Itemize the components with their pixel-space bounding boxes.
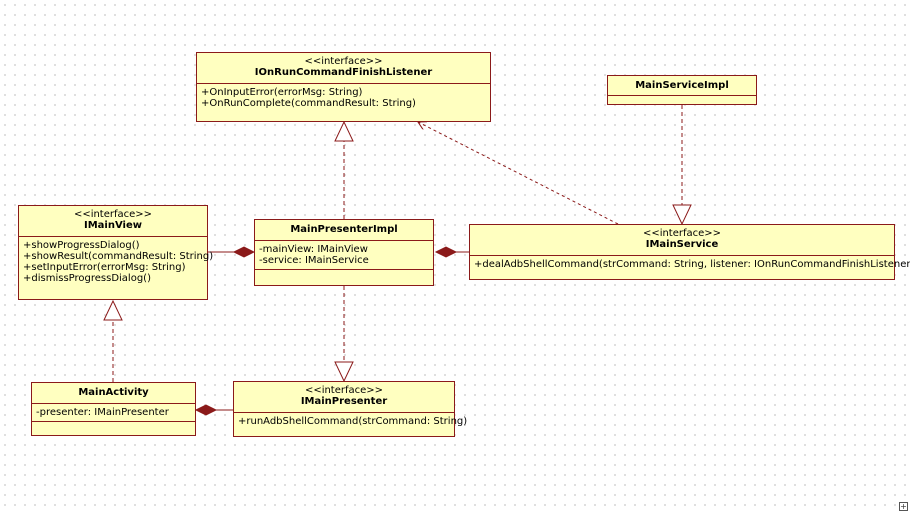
class-name: IMainPresenter: [300, 396, 388, 407]
class-ionruncommandfinishlistener[interactable]: <<interface>> IOnRunCommandFinishListene…: [196, 52, 491, 122]
stereotype-label: <<interface>>: [73, 209, 153, 220]
class-name: MainActivity: [78, 387, 149, 398]
attributes-compartment: -presenter: IMainPresenter: [32, 404, 195, 422]
composition-diamond-presenter: [194, 404, 218, 416]
operation: +dismissProgressDialog(): [23, 273, 151, 284]
operations-compartment: [32, 422, 195, 429]
attribute: -service: IMainService: [259, 255, 369, 266]
attribute: -mainView: IMainView: [259, 244, 368, 255]
expand-corner-icon[interactable]: +: [899, 502, 908, 511]
attribute: -presenter: IMainPresenter: [36, 407, 169, 418]
stereotype-label: <<interface>>: [304, 385, 384, 396]
operation: +dealAdbShellCommand(strCommand: String,…: [474, 259, 910, 270]
class-name: MainPresenterImpl: [290, 224, 398, 235]
operations-compartment: +runAdbShellCommand(strCommand: String): [234, 413, 468, 430]
realization-arrowhead-listener: [334, 120, 354, 142]
operations-compartment: +dealAdbShellCommand(strCommand: String,…: [470, 256, 910, 273]
class-header: MainServiceImpl: [608, 76, 756, 96]
class-header: <<interface>> IMainView: [19, 206, 207, 237]
realization-arrowhead-view: [103, 299, 123, 321]
dependency-service-listener[interactable]: [418, 122, 619, 225]
composition-diamond-service: [434, 246, 458, 258]
operations-compartment: +showProgressDialog() +showResult(comman…: [19, 237, 214, 287]
class-imainview[interactable]: <<interface>> IMainView +showProgressDia…: [18, 205, 214, 300]
attributes-compartment: [608, 96, 756, 103]
operation: +OnRunComplete(commandResult: String): [201, 98, 416, 109]
class-name: IMainView: [84, 220, 142, 231]
operation: +OnInputError(errorMsg: String): [201, 87, 363, 98]
class-name: IMainService: [645, 239, 719, 250]
class-mainactivity[interactable]: MainActivity -presenter: IMainPresenter: [31, 382, 196, 436]
class-header: <<interface>> IOnRunCommandFinishListene…: [197, 53, 490, 84]
realization-arrowhead-service: [672, 204, 692, 226]
realization-arrowhead-presenter: [334, 361, 354, 383]
class-header: <<interface>> IMainPresenter: [234, 382, 454, 413]
class-name: IOnRunCommandFinishListener: [254, 67, 433, 78]
operations-compartment: [255, 270, 433, 277]
operations-compartment: +OnInputError(errorMsg: String) +OnRunCo…: [197, 84, 490, 112]
stereotype-label: <<interface>>: [642, 228, 722, 239]
class-header: MainPresenterImpl: [255, 220, 433, 241]
stereotype-label: <<interface>>: [304, 56, 383, 67]
operation: +runAdbShellCommand(strCommand: String): [238, 416, 468, 427]
attributes-compartment: -mainView: IMainView -service: IMainServ…: [255, 241, 433, 270]
class-imainservice[interactable]: <<interface>> IMainService +dealAdbShell…: [469, 224, 910, 280]
operation: +showResult(commandResult: String): [23, 251, 214, 262]
class-header: MainActivity: [32, 383, 195, 404]
class-imainpresenter[interactable]: <<interface>> IMainPresenter +runAdbShel…: [233, 381, 468, 437]
class-mainpresenterimpl[interactable]: MainPresenterImpl -mainView: IMainView -…: [254, 219, 434, 286]
composition-diamond-view: [232, 246, 256, 258]
operation: +showProgressDialog(): [23, 240, 140, 251]
class-header: <<interface>> IMainService: [470, 225, 894, 256]
operation: +setInputError(errorMsg: String): [23, 262, 186, 273]
class-mainserviceimpl[interactable]: MainServiceImpl: [607, 75, 757, 105]
class-name: MainServiceImpl: [635, 80, 729, 91]
